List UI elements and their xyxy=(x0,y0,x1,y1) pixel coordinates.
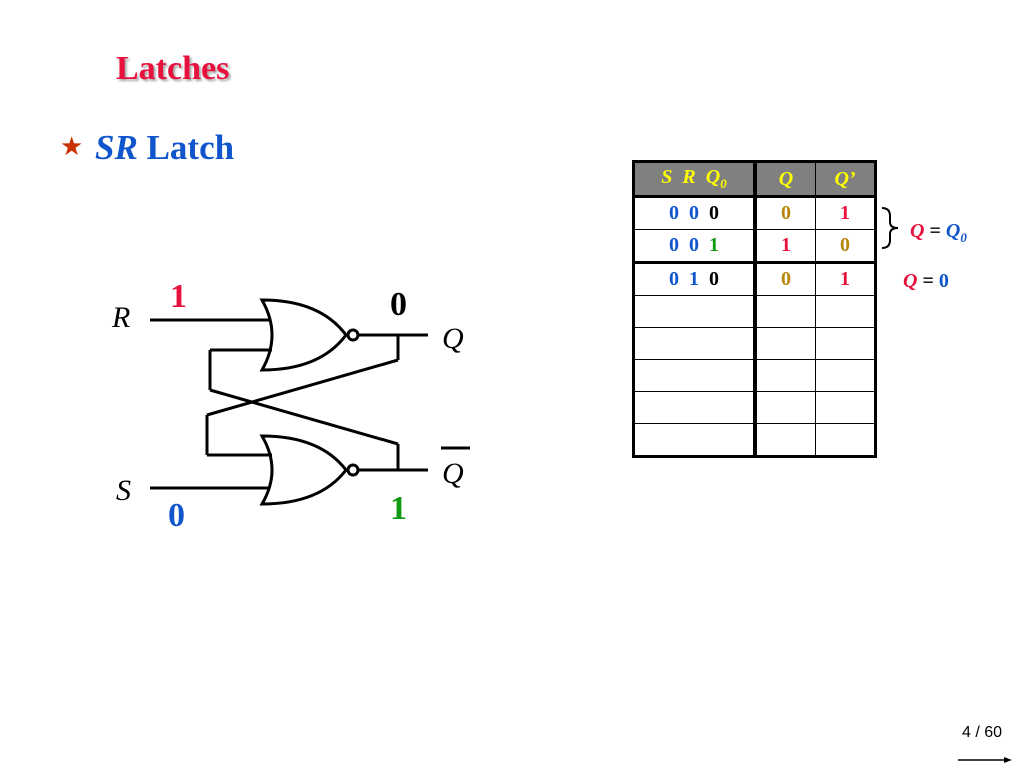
cell-s: 0 xyxy=(669,268,679,290)
label-r: R xyxy=(111,301,130,334)
table-row-empty xyxy=(633,327,876,360)
sr-latch-diagram: R S Q Q 1 0 0 1 xyxy=(111,278,470,534)
value-qbar: 1 xyxy=(390,490,407,527)
cell-s: 0 xyxy=(669,234,679,256)
slide-title: Latches xyxy=(116,50,230,87)
note-reset: Q = 0 xyxy=(903,270,949,293)
circuit-wires xyxy=(150,298,470,506)
cell-r: 0 xyxy=(689,202,699,224)
note-hold-eq: = xyxy=(924,220,946,242)
label-qbar: Q xyxy=(442,457,464,490)
cell-q0: 0 xyxy=(709,202,719,224)
cell-q: 0 xyxy=(754,196,816,230)
table-row-empty xyxy=(633,423,876,457)
note-reset-eq: = xyxy=(917,270,939,292)
bullet-heading-italic: SR xyxy=(95,128,138,167)
cell-r: 1 xyxy=(689,268,699,290)
note-reset-lhs: Q xyxy=(903,270,918,292)
note-hold-rhs-sub: 0 xyxy=(960,230,967,245)
bullet-heading: SR Latch xyxy=(95,128,234,168)
value-q: 0 xyxy=(390,286,407,323)
cell-r: 0 xyxy=(689,234,699,256)
cell-q0: 0 xyxy=(709,268,719,290)
cell-qprime: 0 xyxy=(815,229,876,264)
cell-q: 1 xyxy=(754,229,816,264)
nor-bubble-lower xyxy=(346,463,360,477)
nor-gate-upper xyxy=(259,298,348,372)
header-qprime: Q’ xyxy=(815,161,876,198)
header-s: S xyxy=(661,166,673,188)
value-s: 0 xyxy=(168,497,185,534)
brace-icon xyxy=(881,207,899,249)
nor-bubble-upper xyxy=(346,328,360,342)
wire-cross-to-qbar xyxy=(209,388,399,446)
note-hold-lhs: Q xyxy=(910,220,925,242)
note-reset-rhs: 0 xyxy=(938,270,949,292)
header-q: Q xyxy=(754,161,816,198)
star-bullet-icon: ★ xyxy=(60,132,84,161)
header-q0-sub: 0 xyxy=(720,176,727,191)
cell-qprime: 1 xyxy=(815,196,876,230)
cell-qprime: 1 xyxy=(815,262,876,296)
note-hold-rhs: Q xyxy=(945,220,961,242)
page-number: 4 / 60 xyxy=(961,724,1002,741)
wire-cross-to-lower xyxy=(206,358,399,417)
cell-q0: 1 xyxy=(709,234,719,256)
header-r: R xyxy=(682,166,696,188)
label-s: S xyxy=(116,474,131,507)
cell-q: 0 xyxy=(754,262,816,296)
cell-s: 0 xyxy=(669,202,679,224)
value-r: 1 xyxy=(170,278,187,315)
header-q0: Q xyxy=(705,166,721,188)
table-row-empty xyxy=(633,295,876,328)
table-row-empty xyxy=(633,359,876,392)
table-row-empty xyxy=(633,391,876,424)
note-hold: Q = Q0 xyxy=(910,220,967,246)
nor-gate-lower xyxy=(259,434,348,506)
label-q: Q xyxy=(442,322,464,355)
next-arrow-icon xyxy=(958,757,1012,763)
bullet-heading-text: Latch xyxy=(137,128,235,167)
